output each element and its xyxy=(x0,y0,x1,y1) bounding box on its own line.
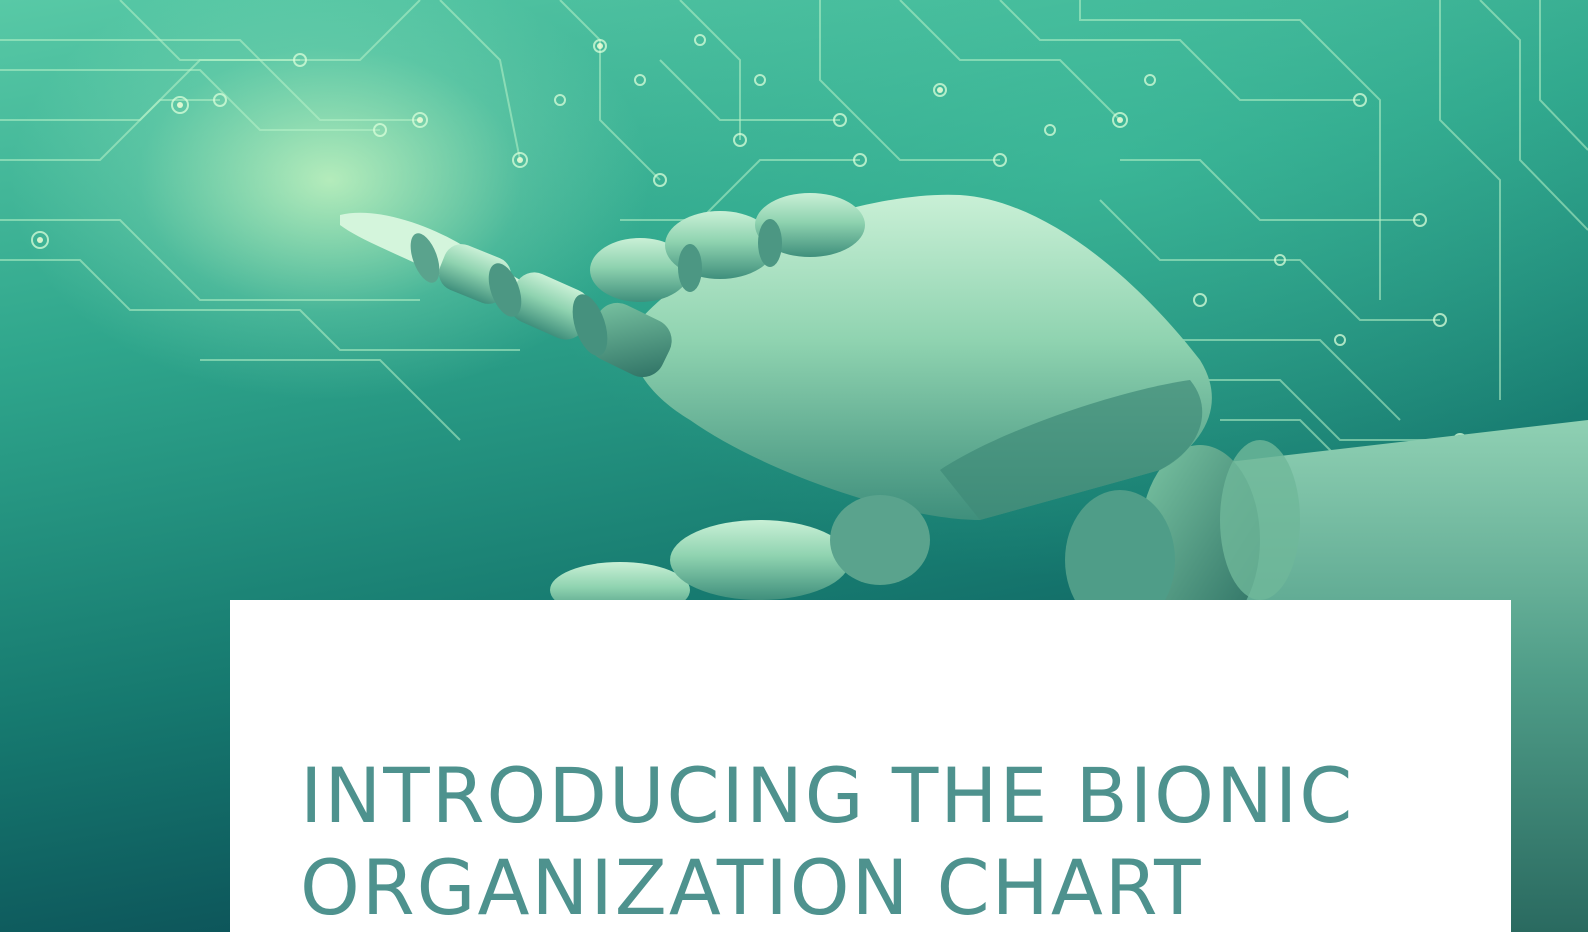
title-card: INTRODUCING THE BIONIC ORGANIZATION CHAR… xyxy=(230,600,1511,932)
title-line-1: INTRODUCING THE BIONIC xyxy=(300,751,1355,840)
curled-fingers xyxy=(590,193,865,302)
page-title: INTRODUCING THE BIONIC ORGANIZATION CHAR… xyxy=(300,750,1480,932)
circuit-sparkles xyxy=(37,43,1123,243)
circuit-traces xyxy=(0,0,1588,481)
robotic-hand xyxy=(340,193,1212,618)
index-finger xyxy=(340,212,672,378)
circuit-nodes xyxy=(31,34,1467,447)
title-line-2: ORGANIZATION CHART xyxy=(300,843,1203,932)
